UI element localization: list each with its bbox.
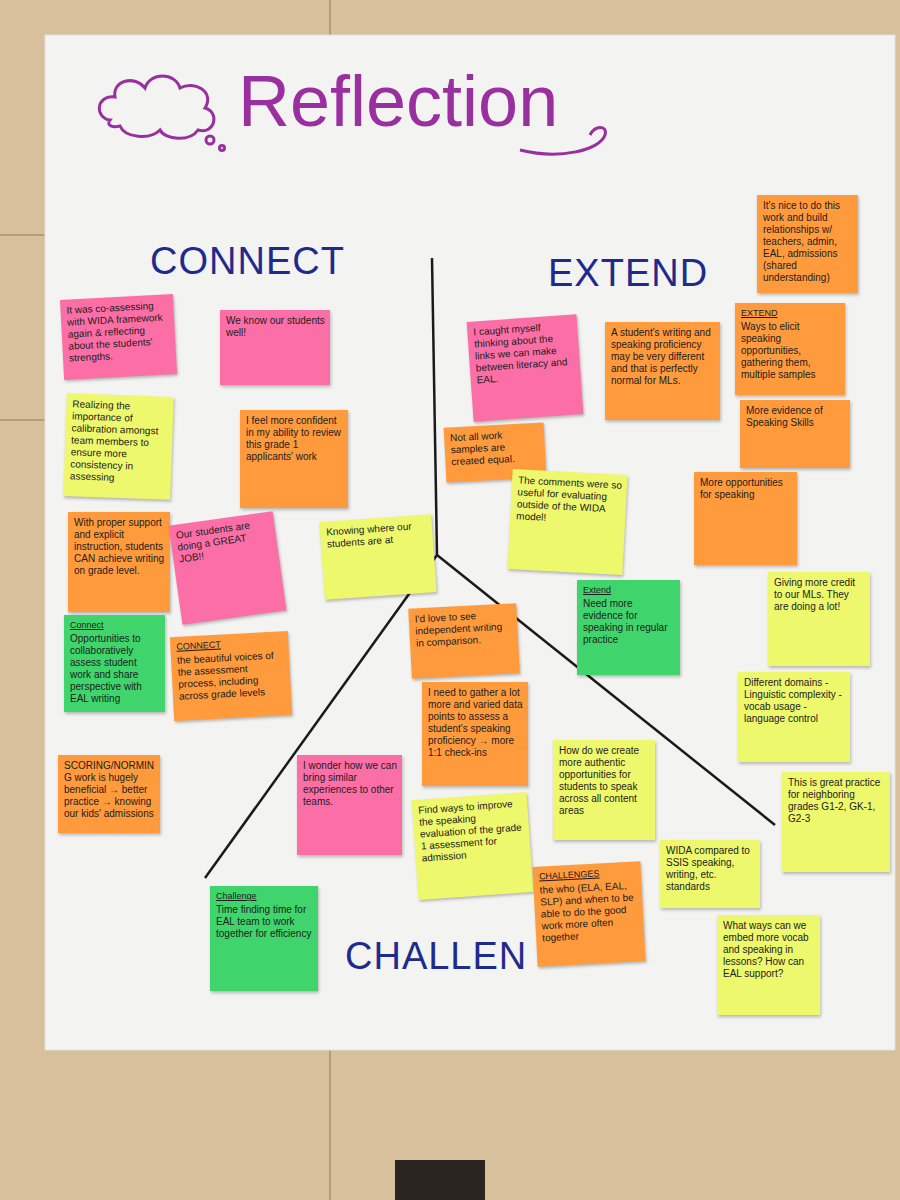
note-text: What ways can we embed more vocab and sp…	[723, 920, 815, 980]
sticky-note: The comments were so useful for evaluati…	[507, 469, 627, 575]
sticky-note: Different domains - Linguistic complexit…	[738, 672, 850, 762]
sticky-note: EXTEND Ways to elicit speaking opportunit…	[735, 303, 845, 395]
sticky-note: I need to gather a lot more and varied d…	[422, 682, 528, 786]
sticky-note: Find ways to improve the speaking evalua…	[412, 792, 534, 900]
sticky-note: How do we create more authentic opportun…	[553, 740, 655, 840]
note-text: I caught myself thinking about the links…	[473, 320, 576, 387]
board-title: Reflection	[238, 60, 558, 142]
note-text: I feel more confident in my ability to r…	[246, 415, 343, 463]
note-text: The comments were so useful for evaluati…	[516, 474, 622, 527]
table-seam	[329, 1050, 331, 1200]
note-text: It was co-assessing with WIDA framework …	[66, 299, 171, 364]
sticky-note: What ways can we embed more vocab and sp…	[717, 915, 820, 1015]
sticky-note: I wonder how we can bring similar experi…	[297, 755, 402, 855]
note-text: Find ways to improve the speaking evalua…	[418, 797, 526, 864]
sticky-note: ChallengeTime finding time for EAL team …	[210, 886, 318, 991]
table-seam	[0, 234, 45, 236]
note-heading: Extend	[583, 585, 675, 596]
table-seam	[329, 0, 331, 35]
note-text: With proper support and explicit instruc…	[74, 517, 165, 577]
sticky-note: I caught myself thinking about the links…	[467, 314, 584, 421]
sticky-note: This is great practice for neighboring g…	[782, 772, 890, 872]
sticky-note: ExtendNeed more evidence for speaking in…	[577, 580, 680, 675]
note-heading: Challenge	[216, 891, 313, 902]
note-heading: Connect	[70, 620, 160, 631]
note-text: SCORING/NORMING work is hugely beneficia…	[64, 760, 155, 820]
note-text: A student's writing and speaking profici…	[611, 327, 715, 387]
note-text: Knowing where our students are at	[326, 520, 428, 551]
chart-paper	[45, 35, 895, 1050]
note-text: Giving more credit to our MLs. They are …	[774, 577, 865, 613]
note-heading: EXTEND	[741, 308, 840, 319]
section-heading: EXTEND	[548, 252, 708, 295]
note-text: Opportunities to collaboratively assess …	[70, 633, 160, 705]
note-text: More opportunities for speaking	[700, 477, 792, 501]
sticky-note: It's nice to do this work and build rela…	[757, 195, 858, 293]
note-text: We know our students well!	[226, 315, 325, 339]
note-text: More evidence of Speaking Skills	[746, 405, 845, 429]
table-seam	[0, 419, 45, 421]
shoe-shadow	[395, 1160, 485, 1200]
sticky-note: Our students are doing a GREAT JOB!!	[169, 511, 287, 625]
section-heading: CONNECT	[150, 240, 345, 283]
note-text: I wonder how we can bring similar experi…	[303, 760, 397, 808]
note-text: Realizing the importance of calibration …	[70, 398, 169, 485]
sticky-note: Giving more credit to our MLs. They are …	[768, 572, 870, 666]
sticky-note: A student's writing and speaking profici…	[605, 322, 720, 420]
sticky-note: CHALLENGESthe who (ELA, EAL, SLP) and wh…	[532, 861, 645, 967]
note-text: Need more evidence for speaking in regul…	[583, 598, 675, 646]
cloud-outline	[99, 76, 214, 138]
sticky-note: WIDA compared to SSIS speaking, writing,…	[660, 840, 760, 908]
note-text: Our students are doing a GREAT JOB!!	[175, 517, 273, 566]
note-text: Different domains - Linguistic complexit…	[744, 677, 845, 725]
note-text: WIDA compared to SSIS speaking, writing,…	[666, 845, 755, 893]
sticky-note: It was co-assessing with WIDA framework …	[60, 294, 177, 380]
sticky-note: With proper support and explicit instruc…	[68, 512, 170, 612]
sticky-note: ConnectOpportunities to collaboratively …	[64, 615, 165, 712]
sticky-note: We know our students well!	[220, 310, 330, 385]
note-text: It's nice to do this work and build rela…	[763, 200, 853, 284]
note-text: the who (ELA, EAL, SLP) and when to be a…	[539, 879, 639, 944]
cloud-dot	[220, 146, 225, 151]
cloud-dot	[206, 136, 214, 144]
sticky-note: SCORING/NORMING work is hugely beneficia…	[58, 755, 160, 833]
sticky-note: I'd love to see independent writing in c…	[408, 603, 520, 679]
note-text: the beautiful voices of the assessment p…	[177, 649, 286, 703]
sticky-note: Realizing the importance of calibration …	[63, 393, 174, 500]
note-text: Not all work samples are created equal.	[450, 428, 541, 469]
sticky-note: More opportunities for speaking	[694, 472, 797, 565]
sticky-note: I feel more confident in my ability to r…	[240, 410, 348, 508]
sticky-note: Knowing where our students are at	[319, 514, 436, 600]
note-text: Time finding time for EAL team to work t…	[216, 904, 313, 940]
note-text: How do we create more authentic opportun…	[559, 745, 650, 817]
note-text: This is great practice for neighboring g…	[788, 777, 885, 825]
note-text: I'd love to see independent writing in c…	[414, 608, 513, 649]
sticky-note: CONNECTthe beautiful voices of the asses…	[170, 631, 292, 721]
note-text: Ways to elicit speaking opportunities, g…	[741, 321, 840, 381]
sticky-note: More evidence of Speaking Skills	[740, 400, 850, 468]
y-chart-lines	[205, 258, 775, 878]
divider-line	[432, 258, 437, 555]
section-heading: CHALLEN	[345, 935, 527, 978]
note-text: I need to gather a lot more and varied d…	[428, 687, 523, 759]
